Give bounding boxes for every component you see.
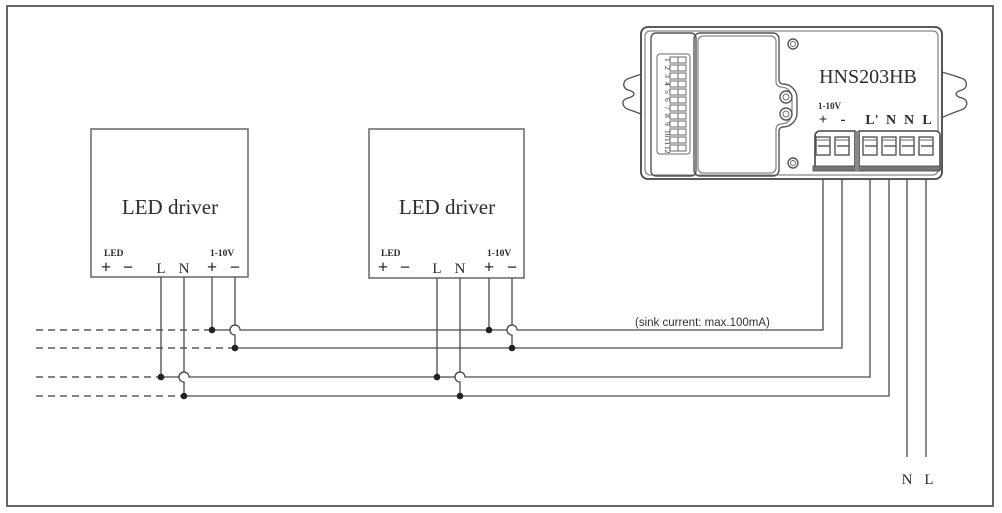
controller-terminal-l-prime-label: L' [865, 113, 878, 128]
junction-dot [485, 326, 493, 334]
indicator-led-2-inner [782, 110, 790, 118]
controller-terminal-n2-label: N [904, 113, 914, 128]
terminal-led-minus: − [400, 257, 410, 277]
led-driver-box [368, 128, 525, 279]
dip-switch-bay [650, 32, 697, 177]
junction-dot [231, 344, 239, 352]
controller-terminal-dim-minus-label: - [841, 112, 846, 128]
terminal-dim-plus: + [207, 257, 217, 277]
dip-switch-number: 6 [663, 98, 672, 102]
indicator-led-1-inner [782, 93, 790, 101]
mains-line-label: L [924, 472, 933, 488]
diagram-frame [6, 5, 994, 507]
screw-hole-top [787, 38, 799, 50]
terminal-n: N [455, 261, 466, 277]
controller-dim-label: 1-10V [818, 101, 841, 111]
terminal-n: N [179, 261, 190, 277]
terminal-block-dim-base [812, 165, 858, 172]
dip-switch-number: 1 [663, 58, 672, 62]
dip-switch-number: 7 [663, 106, 672, 110]
driver-2-drops [436, 278, 513, 396]
dip-switch-frame [656, 53, 691, 155]
terminal-l: L [156, 261, 165, 277]
mains-neutral-label: N [902, 472, 913, 488]
led-output-label: LED [381, 249, 401, 259]
dip-switch-number: 3 [663, 74, 672, 78]
terminal-dim-minus: − [507, 257, 517, 277]
bus-neutral [184, 171, 890, 397]
terminal-led-plus: + [101, 257, 111, 277]
screw-hole-bottom-inner [790, 160, 796, 166]
led-output-label: LED [104, 249, 124, 259]
terminal-screws [815, 136, 934, 156]
dip-switch-number: 9 [663, 122, 672, 126]
dip-switch-number: 8 [663, 114, 672, 118]
terminal-led-minus: − [123, 257, 133, 277]
terminal-l: L [432, 261, 441, 277]
drop-n [454, 278, 461, 396]
drop-n [178, 277, 185, 396]
driver-1-drops [160, 277, 236, 396]
terminal-block-divider [855, 131, 859, 171]
junction-dot [208, 326, 216, 334]
dim-input-label: 1-10V [487, 249, 511, 259]
dim-input-label: 1-10V [210, 249, 234, 259]
mounting-ear-left [622, 71, 651, 119]
drop-dim-minus [506, 278, 513, 348]
led-driver-title: LED driver [399, 195, 495, 219]
terminal-block-mains-base [856, 165, 941, 172]
screw-hole-top-inner [790, 41, 796, 47]
drop-dim-minus [229, 277, 236, 348]
dip-switch-number: 10 [663, 130, 672, 138]
junction-dot [456, 392, 464, 400]
controller-terminal-n1-label: N [886, 113, 896, 128]
indicator-led-1 [779, 90, 793, 104]
controller-terminal-dim-plus-label: + [819, 112, 828, 128]
junction-dot [433, 373, 441, 381]
dip-switch-number: 5 [663, 90, 672, 94]
controller-body-inner [644, 30, 939, 176]
mounting-ear-right [940, 71, 968, 119]
dashed-lead-ins [36, 329, 235, 397]
led-driver-box [90, 128, 249, 278]
junction-dot [157, 373, 165, 381]
controller-terminal-l-label: L [922, 113, 931, 128]
junction-dot [508, 344, 516, 352]
sensor-window [693, 32, 798, 177]
junction-dots [157, 326, 516, 400]
terminal-dim-minus: − [230, 257, 240, 277]
controller-model: HNS203HB [819, 66, 917, 88]
led-driver-2: LED driver LED 1-10V + − L N + − [368, 128, 525, 279]
led-driver-title: LED driver [122, 195, 218, 219]
sink-current-annotation: (sink current: max.100mA) [635, 317, 770, 329]
dip-switch-number: 12 [663, 146, 672, 154]
screw-hole-bottom [787, 157, 799, 169]
dip-switch-number: 11 [663, 138, 672, 145]
sensor-window-inner [697, 35, 793, 174]
indicator-led-2 [779, 107, 793, 121]
terminal-dim-plus: + [484, 257, 494, 277]
led-driver-1: LED driver LED 1-10V + − L N + − [90, 128, 249, 278]
junction-dot [180, 392, 188, 400]
dip-switch-number: 4 [663, 82, 672, 86]
terminal-led-plus: + [378, 257, 388, 277]
dip-switch-number: 2 [663, 66, 672, 70]
